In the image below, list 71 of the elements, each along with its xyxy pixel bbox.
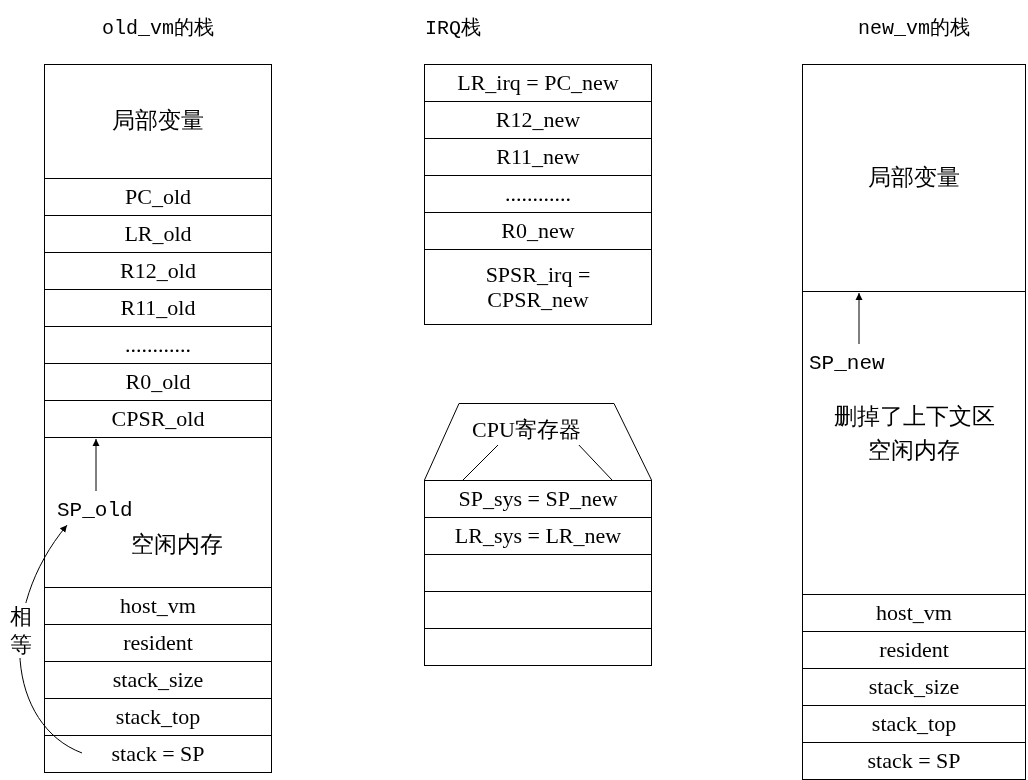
- stack-cell: [802, 594, 1026, 632]
- stack-cell: [44, 64, 272, 179]
- register-name: R12_new: [495, 107, 581, 133]
- stack-cell: [44, 661, 272, 699]
- stack-cell: [802, 742, 1026, 780]
- arrow: [855, 292, 863, 345]
- register-name: CPSR_old: [111, 406, 205, 432]
- stack-cell: [802, 705, 1026, 743]
- register-name: 局部变量: [112, 108, 204, 135]
- empty-register-cell: [424, 628, 652, 666]
- stack-cell: [44, 735, 272, 773]
- empty-register-cell: [424, 554, 652, 592]
- stack-cell: [44, 624, 272, 662]
- register-name: stack = SP: [111, 741, 205, 767]
- register-name: host_vm: [876, 600, 952, 626]
- stack-cell: [424, 249, 652, 325]
- register-name: R11_old: [120, 295, 196, 321]
- register-name: resident: [123, 630, 193, 656]
- register-name: SP_sys = SP_new: [458, 486, 618, 512]
- stack-cell: [44, 698, 272, 736]
- pointer-label: SP_old: [57, 499, 133, 524]
- stack-cell: [44, 587, 272, 625]
- stack-cell: [424, 212, 652, 250]
- register-name: stack_size: [112, 667, 204, 693]
- register-name: stack_top: [871, 711, 957, 737]
- memory-area-label: 删掉了上下文区: [832, 404, 996, 431]
- register-name: PC_old: [125, 184, 191, 210]
- register-name: 局部变量: [868, 164, 960, 192]
- stack-cell: [424, 175, 652, 213]
- stack-cell: [424, 517, 652, 555]
- empty-register-cell: [424, 591, 652, 629]
- stack-cell: [44, 178, 272, 216]
- register-name: stack_top: [115, 704, 201, 730]
- stack-cell: [44, 326, 272, 364]
- register-name: stack = SP: [867, 748, 961, 774]
- stack-cell: [44, 437, 272, 588]
- register-name: stack_size: [868, 674, 960, 700]
- register-name: resident: [879, 637, 949, 663]
- register-name: host_vm: [120, 593, 196, 619]
- stack-cell: [44, 289, 272, 327]
- register-name: R11_new: [496, 144, 580, 170]
- register-name: ............: [125, 332, 191, 358]
- stack-cell: [802, 668, 1026, 706]
- stack-cell: [424, 138, 652, 176]
- register-name: R0_old: [125, 369, 191, 395]
- stack-cell: [424, 480, 652, 518]
- stack-cell: [44, 215, 272, 253]
- memory-area-label: 空闲内存: [867, 438, 961, 465]
- stack-title: new_vm的栈: [857, 16, 971, 41]
- arrow: [92, 438, 100, 492]
- register-name: LR_old: [124, 221, 192, 247]
- memory-area-label: 空闲内存: [131, 532, 223, 559]
- stack-title: IRQ栈: [425, 16, 481, 41]
- stack-title: old_vm的栈: [101, 16, 215, 41]
- register-group-title: CPU寄存器: [470, 415, 583, 445]
- pointer-label: SP_new: [809, 352, 885, 377]
- stack-cell: [802, 291, 1026, 595]
- stack-cell: [44, 252, 272, 290]
- stack-cell: [802, 631, 1026, 669]
- register-name: LR_irq = PC_new: [457, 70, 619, 96]
- stack-cell: [44, 363, 272, 401]
- register-name: R12_old: [120, 258, 196, 284]
- stack-cell: [44, 400, 272, 438]
- stack-cell: [424, 64, 652, 102]
- stack-cell: [424, 101, 652, 139]
- register-name: SPSR_irq = CPSR_new: [484, 261, 592, 313]
- register-name: ............: [505, 181, 571, 207]
- register-name: LR_sys = LR_new: [454, 523, 622, 549]
- edge-label: 相等: [10, 603, 32, 658]
- stack-cell: [802, 64, 1026, 292]
- register-name: R0_new: [501, 218, 575, 244]
